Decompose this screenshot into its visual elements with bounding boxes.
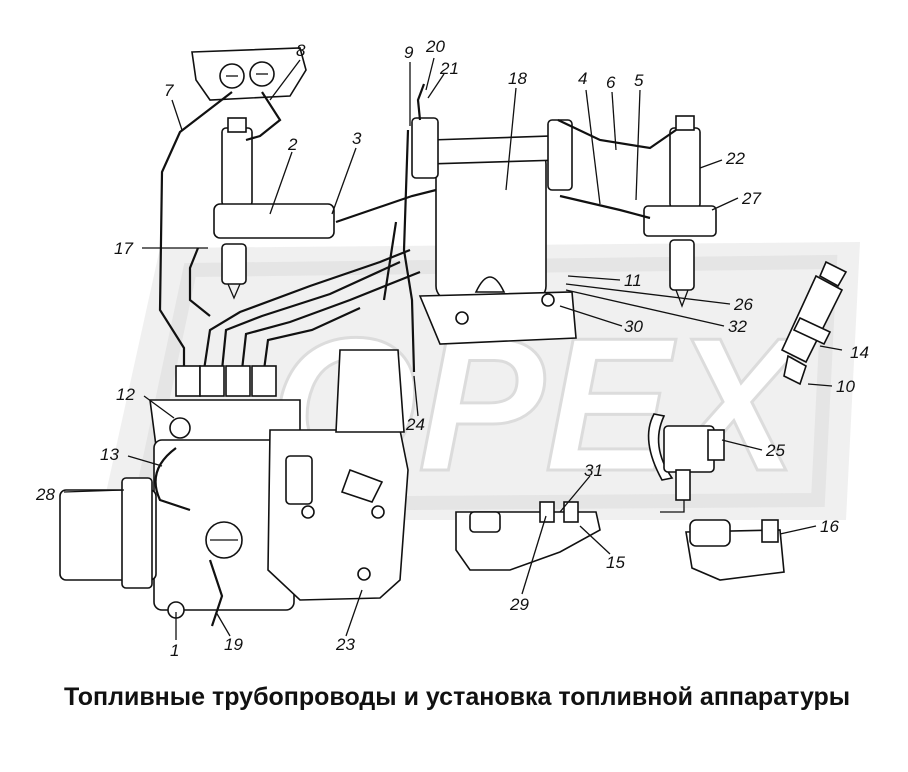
callout-22: 22 xyxy=(725,149,745,168)
callout-15: 15 xyxy=(606,553,625,572)
callout-26: 26 xyxy=(733,295,753,314)
callout-4: 4 xyxy=(578,69,587,88)
callout-19: 19 xyxy=(224,635,243,654)
callout-11: 11 xyxy=(624,271,642,290)
callout-25: 25 xyxy=(765,441,785,460)
callout-28: 28 xyxy=(35,485,55,504)
callouts: 8 7 2 3 9 20 21 18 4 6 5 22 27 17 11 26 … xyxy=(35,37,869,660)
callout-32: 32 xyxy=(728,317,747,336)
callout-3: 3 xyxy=(352,129,362,148)
bracket-15 xyxy=(455,501,601,571)
callout-6: 6 xyxy=(606,73,616,92)
injector-left xyxy=(213,117,335,300)
callout-17: 17 xyxy=(114,239,133,258)
callout-29: 29 xyxy=(509,595,529,614)
drain-fitting xyxy=(647,413,725,513)
callout-30: 30 xyxy=(624,317,643,336)
callout-24: 24 xyxy=(405,415,425,434)
callout-7: 7 xyxy=(164,81,174,100)
fuel-system-diagram: OPEX xyxy=(35,37,869,660)
callout-23: 23 xyxy=(335,635,355,654)
injection-pump xyxy=(59,349,409,619)
callout-8: 8 xyxy=(296,41,306,60)
callout-14: 14 xyxy=(850,343,869,362)
callout-13: 13 xyxy=(100,445,119,464)
callout-31: 31 xyxy=(584,461,603,480)
injector-right xyxy=(643,115,717,308)
callout-9: 9 xyxy=(404,43,414,62)
fuel-lines xyxy=(158,83,677,373)
fuel-filter-bracket xyxy=(191,47,307,101)
callout-16: 16 xyxy=(820,517,839,536)
callout-18: 18 xyxy=(508,69,527,88)
diagram-caption: Топливные трубопроводы и установка топли… xyxy=(64,683,851,711)
callout-1: 1 xyxy=(170,641,179,660)
leader-lines xyxy=(63,57,843,640)
callout-10: 10 xyxy=(836,377,855,396)
injector-detached xyxy=(780,260,848,386)
callout-20: 20 xyxy=(425,37,445,56)
bracket-16 xyxy=(685,519,785,581)
callout-27: 27 xyxy=(741,189,761,208)
overflow-tubes xyxy=(154,447,224,627)
callout-12: 12 xyxy=(116,385,135,404)
fuel-filter-main xyxy=(411,117,577,345)
callout-21: 21 xyxy=(439,59,459,78)
callout-2: 2 xyxy=(287,135,298,154)
callout-5: 5 xyxy=(634,71,644,90)
pump-fittings xyxy=(175,365,277,397)
